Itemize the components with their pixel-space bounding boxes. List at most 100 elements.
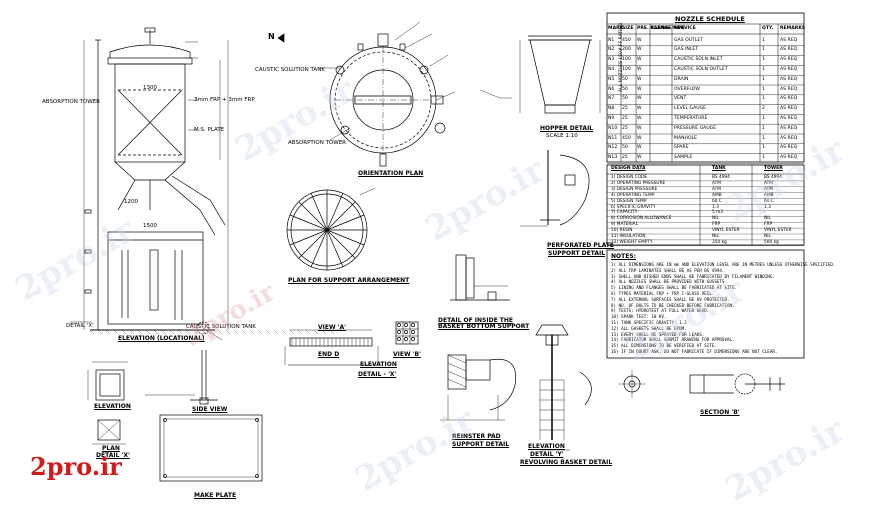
nozzle-cell: N12 (608, 145, 618, 151)
nozzle-cell: W (637, 47, 642, 53)
design-cell: 1) DESIGN CODE (611, 175, 648, 180)
nozzle-cell: GAS INLET (674, 47, 699, 53)
reinforcement-pad-title: REINSTER PAD (452, 433, 501, 440)
nozzle-header-cell: FLANGE/PIPE (651, 26, 685, 31)
brand-logo: 2pro.ir (30, 452, 122, 481)
nozzle-header-cell: PRE. RATING (637, 26, 670, 31)
nozzle-cell: 450 (622, 135, 631, 141)
support-plan-title: PLAN FOR SUPPORT ARRANGEMENT (288, 277, 410, 284)
design-cell: 10) RESIN (611, 228, 633, 234)
note-line: 1) ALL DIMENSIONS ARE IN mm AND ELEVATIO… (611, 262, 836, 267)
nozzle-cell: AS REQ (780, 57, 798, 63)
nozzle-cell: AS REQ (780, 106, 798, 112)
notes-title: NOTES: (611, 253, 637, 260)
elevation-location-title: ELEVATION (LOCATIONAL) (118, 335, 205, 342)
north-label: N (268, 32, 275, 41)
design-cell: 7) CAPACITY (611, 210, 638, 216)
nozzle-cell: GAS OUTLET (674, 37, 704, 43)
design-cell: ATM (712, 186, 721, 192)
design-cell: NIL (764, 216, 771, 222)
nozzle-cell: AS REQ (780, 66, 798, 72)
design-cell: 5) DESIGN TEMP. (611, 198, 648, 204)
perforated-plate-detail (520, 150, 590, 227)
nozzle-cell: W (637, 37, 642, 43)
support-detail2-title: SUPPORT DETAIL (452, 441, 510, 448)
nozzle-cell: DRAIN (674, 76, 689, 82)
note-line: 10) SPARK TEST: 10 KV. (611, 314, 667, 320)
nozzle-cell: 1 (762, 57, 765, 63)
nozzle-schedule-grid (606, 12, 805, 163)
nozzle-cell: 1 (762, 76, 765, 82)
note-line: 3) SHELL AND DISHED ENDS SHALL BE FABRIC… (611, 273, 775, 279)
nozzle-cell: 450 (622, 37, 631, 43)
nozzle-cell: 1 (762, 115, 765, 121)
side-view-drawing (145, 350, 218, 405)
nozzle-cell: 1 (762, 145, 765, 151)
side-view-title: SIDE VIEW (192, 406, 228, 413)
nozzle-vertical-note: ALL NOZZLES 150# FF RATING (619, 22, 624, 92)
nozzle-cell: AS REQ (780, 47, 798, 53)
nozzle-cell: AS REQ (780, 125, 798, 131)
nozzle-cell: 100 (622, 66, 631, 72)
orientation-plan-drawing (277, 21, 456, 167)
nozzle-cell: OVERFLOW (674, 86, 700, 92)
design-cell: 5 m3 (712, 210, 724, 216)
nozzle-cell: N1 (608, 37, 615, 43)
support-detail-title: SUPPORT DETAIL (548, 250, 606, 257)
note-line: 9) TESTS: HYDROTEST AT FULL WATER HEAD. (611, 308, 710, 314)
support-arrangement-plan (286, 187, 376, 271)
nozzle-cell: N7 (608, 96, 615, 102)
nozzle-cell: AS REQ (780, 135, 798, 141)
note-line: 16) IF IN DOUBT ASK. DO NOT FABRICATE IF… (611, 349, 778, 354)
nozzle-cell: N4 (608, 66, 615, 72)
design-cell: ATM (764, 186, 773, 192)
make-plate-title: MAKE PLATE (194, 492, 237, 499)
absorption-tower-plan-label: ABSORPTION TOWER (288, 140, 346, 146)
note-line: 4) ALL NOZZLES SHALL BE PROVIDED WITH GU… (611, 279, 727, 285)
section-b-drawing (618, 370, 785, 398)
nozzle-cell: W (637, 57, 642, 63)
design-cell: 60 C (712, 198, 722, 204)
detail-x-title: DETAIL - 'X' (358, 371, 397, 378)
note-line: 8) NO. OF BOLTS TO BE CHECKED BEFORE FAB… (611, 302, 735, 308)
nozzle-cell: W (637, 125, 642, 131)
nozzle-cell: W (637, 96, 642, 102)
design-cell: 8) CORROSION ALLOWANCE (611, 216, 672, 222)
nozzle-cell: 1 (762, 47, 765, 53)
caustic-tank-plan-label: CAUSTIC SOLUTION TANK (255, 67, 325, 73)
nozzle-cell: AS REQ (780, 115, 798, 121)
design-cell: 2) OPERATING PRESSURE (611, 180, 666, 186)
nozzle-cell: 50 (622, 86, 628, 92)
nozzle-cell: TEMPERATURE (674, 115, 708, 121)
note-line: 13) EVERY SHELL BE SPRAYED FOR LEAKS. (611, 331, 705, 337)
reinforcement-pad-drawing (440, 354, 517, 421)
nozzle-cell: 50 (622, 96, 628, 102)
design-cell: 350 kg (712, 239, 727, 245)
design-cell: 3) DESIGN PRESSURE (611, 186, 658, 192)
nozzle-cell: N6 (608, 86, 615, 92)
nozzle-cell: LEVEL GAUGE (674, 106, 707, 112)
view-a-title: VIEW 'A' (318, 324, 346, 331)
nozzle-cell: AS REQ (780, 86, 798, 92)
nozzle-cell: 200 (622, 47, 631, 53)
nozzle-cell: SPARE (674, 145, 689, 151)
nozzle-cell: 1 (762, 96, 765, 102)
design-cell: VINYL ESTER (764, 228, 792, 234)
design-cell: NIL (712, 216, 719, 222)
nozzle-cell: 25 (622, 106, 628, 112)
note-line: 12) ALL GASKETS SHALL BE EPDM. (611, 325, 687, 331)
nozzle-cell: W (637, 145, 642, 151)
revolving-basket-drawing (535, 324, 592, 451)
plan-detail-x-title: DETAIL 'X' (96, 452, 130, 459)
nozzle-cell: AS REQ (780, 37, 798, 43)
view-b-title: VIEW 'B' (393, 351, 421, 358)
design-cell: NIL (712, 234, 719, 239)
nozzle-header-cell: QTY. (762, 26, 774, 31)
elevation-y-title: ELEVATION (528, 443, 565, 450)
design-cell: FRP (712, 222, 721, 228)
nozzle-schedule-title: NOZZLE SCHEDULE (675, 15, 745, 23)
nozzle-cell: MANHOLE (674, 135, 698, 141)
nozzle-cell: W (637, 106, 642, 112)
dim-1200: 1200 (124, 199, 138, 205)
nozzle-cell: AS REQ (780, 155, 798, 161)
